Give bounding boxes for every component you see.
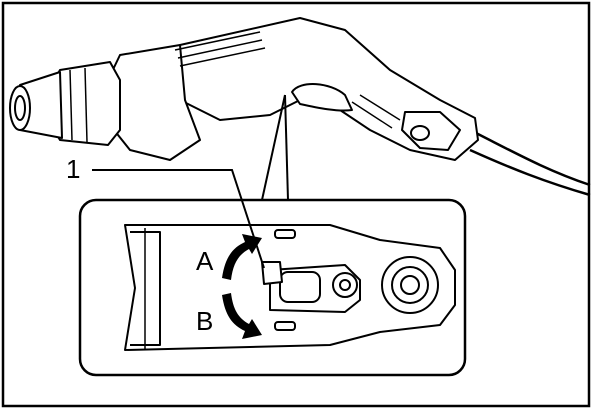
arrow-b-icon [222,293,262,339]
drill-icon [9,17,591,197]
arrow-a-icon [222,234,262,280]
callout-number: 1 [66,154,80,184]
callout-leader-line [92,169,265,269]
switch-detail-view [124,224,456,351]
arrow-a-label: A [196,246,214,276]
direction-arrows [222,234,262,339]
magnifier-line-right [284,94,289,201]
switch-icon [261,261,283,285]
magnifier-line-left [261,94,286,201]
arrow-b-label: B [196,306,213,336]
